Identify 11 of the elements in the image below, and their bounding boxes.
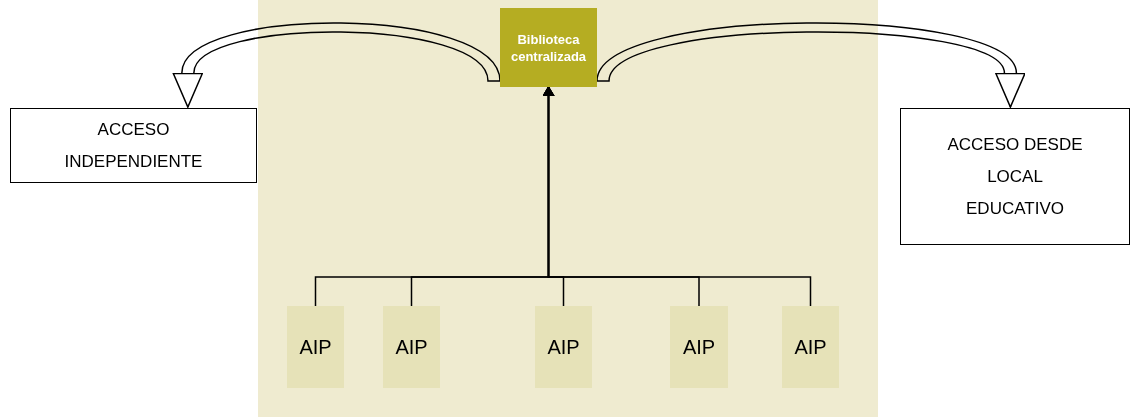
hollow-curved-arrow (172, 22, 501, 108)
access-box: ACCESO DESDE LOCAL EDUCATIVO (900, 108, 1130, 245)
aip-box: AIP (535, 306, 592, 388)
aip-box: AIP (287, 306, 344, 388)
connector-arrow (542, 86, 812, 307)
access-box: ACCESO INDEPENDIENTE (10, 108, 257, 183)
aip-box: AIP (670, 306, 728, 388)
hollow-curved-arrow (596, 22, 1026, 108)
library-box: Biblioteca centralizada (500, 8, 597, 87)
aip-box: AIP (383, 306, 440, 388)
aip-box: AIP (782, 306, 839, 388)
